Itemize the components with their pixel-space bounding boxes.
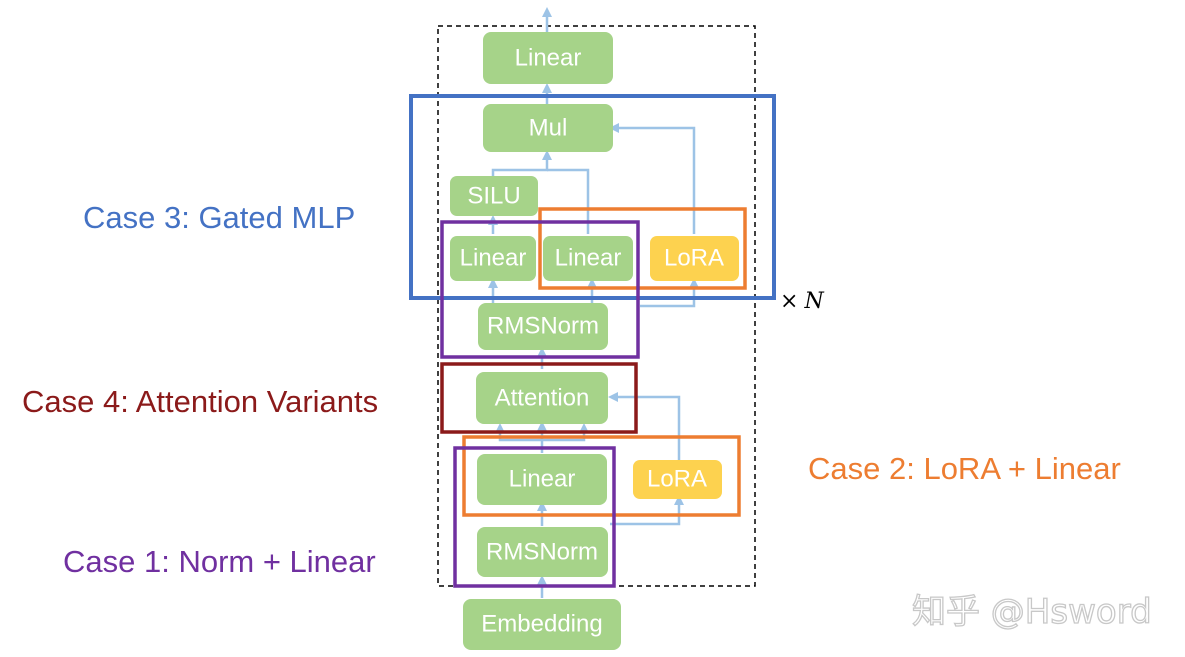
case1-box-mlp xyxy=(440,220,640,359)
repeat-times-label: ×N xyxy=(780,289,824,314)
case2-label: Case 2: LoRA + Linear xyxy=(808,451,1121,486)
case3-box xyxy=(409,94,776,300)
block-attention: Attention xyxy=(476,372,608,424)
watermark: 知乎 @Hsword xyxy=(912,592,1152,632)
block-mul: Mul xyxy=(483,104,613,152)
block-label: Linear xyxy=(515,44,582,71)
block-label: Embedding xyxy=(481,610,602,637)
block-silu: SILU xyxy=(450,176,538,216)
block-lora-bottom: LoRA xyxy=(633,460,722,499)
times-symbol: × xyxy=(780,289,798,314)
case1-label: Case 1: Norm + Linear xyxy=(63,544,376,579)
case2-box-mlp xyxy=(538,207,747,290)
block-label: Linear xyxy=(509,465,576,492)
case3-label: Case 3: Gated MLP xyxy=(83,200,355,235)
block-label: Linear xyxy=(555,244,622,271)
block-linear-gate: Linear xyxy=(450,236,536,281)
case2-box-attention xyxy=(462,435,741,517)
lora-to-attention-arrow xyxy=(608,392,681,460)
block-rmsnorm-mid: RMSNorm xyxy=(478,303,608,350)
block-label: Mul xyxy=(529,114,568,141)
repeat-n: N xyxy=(803,289,824,314)
linear-up-to-mul-line xyxy=(547,168,590,234)
block-linear-bottom: Linear xyxy=(477,454,607,505)
block-label: LoRA xyxy=(664,244,724,271)
case1-box-attention xyxy=(453,446,616,588)
case4-label: Case 4: Attention Variants xyxy=(22,384,378,419)
block-label: RMSNorm xyxy=(487,312,599,339)
lora-to-mul-arrow xyxy=(609,123,696,234)
norm-to-lora-arrow xyxy=(640,278,699,308)
block-linear-up: Linear xyxy=(543,236,633,281)
block-rmsnorm-bottom: RMSNorm xyxy=(477,527,608,577)
block-label: RMSNorm xyxy=(486,538,598,565)
block-label: Attention xyxy=(495,384,590,411)
case4-box xyxy=(440,362,638,434)
block-embedding: Embedding xyxy=(463,599,621,650)
block-label: SILU xyxy=(467,182,520,209)
block-label: LoRA xyxy=(647,465,707,492)
block-label: Linear xyxy=(460,244,527,271)
norm-to-lora-bottom-arrow xyxy=(610,495,684,526)
block-lora-mlp: LoRA xyxy=(650,236,739,281)
block-linear-top: Linear xyxy=(483,32,613,84)
